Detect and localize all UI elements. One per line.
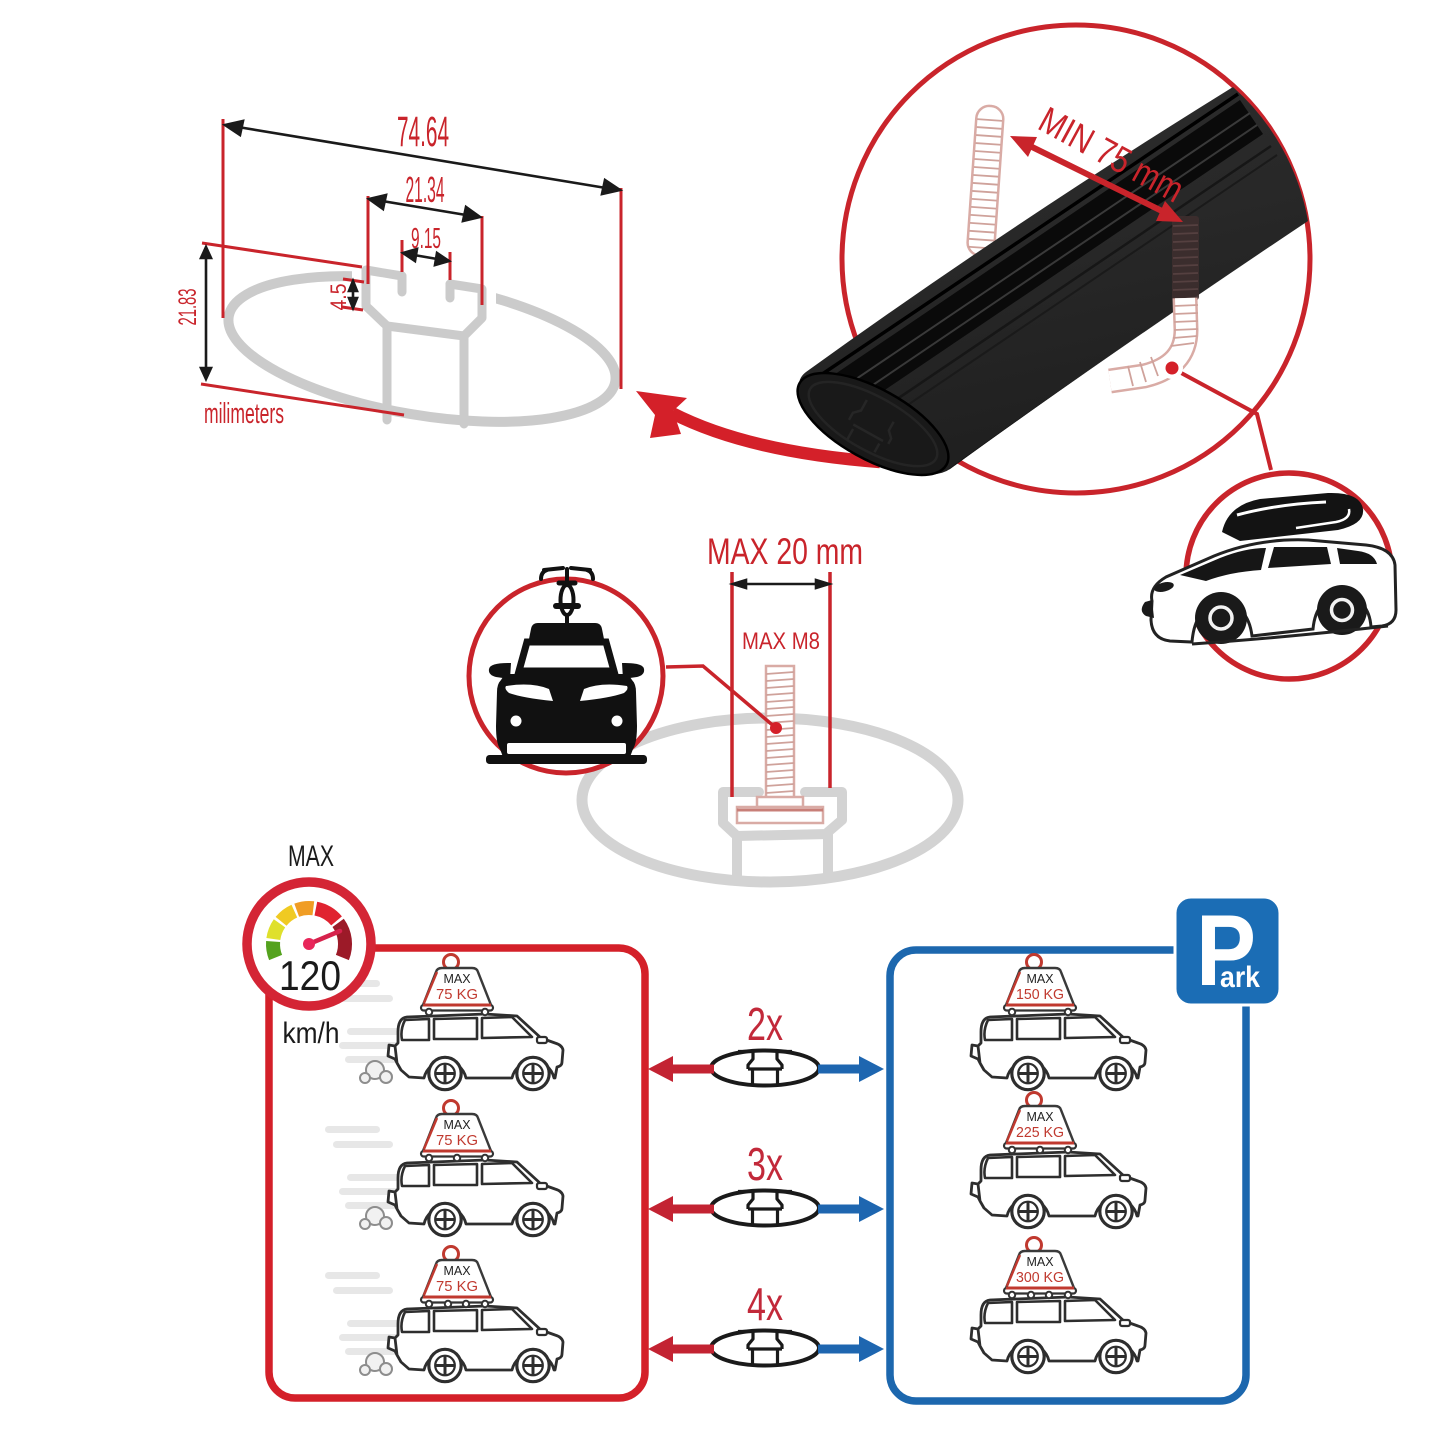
- svg-text:MAX: MAX: [444, 1263, 471, 1278]
- svg-text:75 KG: 75 KG: [436, 987, 478, 1003]
- svg-text:9.15: 9.15: [411, 223, 441, 255]
- svg-text:milimeters: milimeters: [204, 398, 284, 430]
- svg-text:MAX: MAX: [444, 971, 471, 986]
- svg-text:MAX: MAX: [1027, 971, 1054, 986]
- svg-text:4.5: 4.5: [326, 284, 351, 311]
- svg-text:ark: ark: [1220, 961, 1260, 994]
- svg-text:74.64: 74.64: [397, 108, 449, 156]
- svg-text:21.34: 21.34: [406, 169, 445, 210]
- svg-text:2x: 2x: [747, 998, 783, 1050]
- svg-text:km/h: km/h: [283, 1017, 340, 1050]
- svg-text:P: P: [1196, 895, 1256, 1007]
- svg-text:MAX M8: MAX M8: [742, 628, 820, 655]
- svg-text:MAX: MAX: [288, 840, 334, 873]
- svg-text:300 KG: 300 KG: [1016, 1270, 1064, 1286]
- svg-text:4x: 4x: [747, 1278, 783, 1330]
- svg-text:MAX: MAX: [444, 1117, 471, 1132]
- svg-text:3x: 3x: [747, 1138, 783, 1190]
- svg-text:120: 120: [279, 952, 341, 999]
- svg-text:MAX: MAX: [1027, 1254, 1054, 1269]
- svg-text:75 KG: 75 KG: [436, 1133, 478, 1149]
- svg-text:150 KG: 150 KG: [1016, 987, 1064, 1003]
- svg-text:75 KG: 75 KG: [436, 1279, 478, 1295]
- svg-text:21.83: 21.83: [174, 289, 202, 326]
- svg-text:MAX 20 mm: MAX 20 mm: [707, 531, 863, 572]
- svg-text:225 KG: 225 KG: [1016, 1125, 1064, 1141]
- svg-text:MAX: MAX: [1027, 1109, 1054, 1124]
